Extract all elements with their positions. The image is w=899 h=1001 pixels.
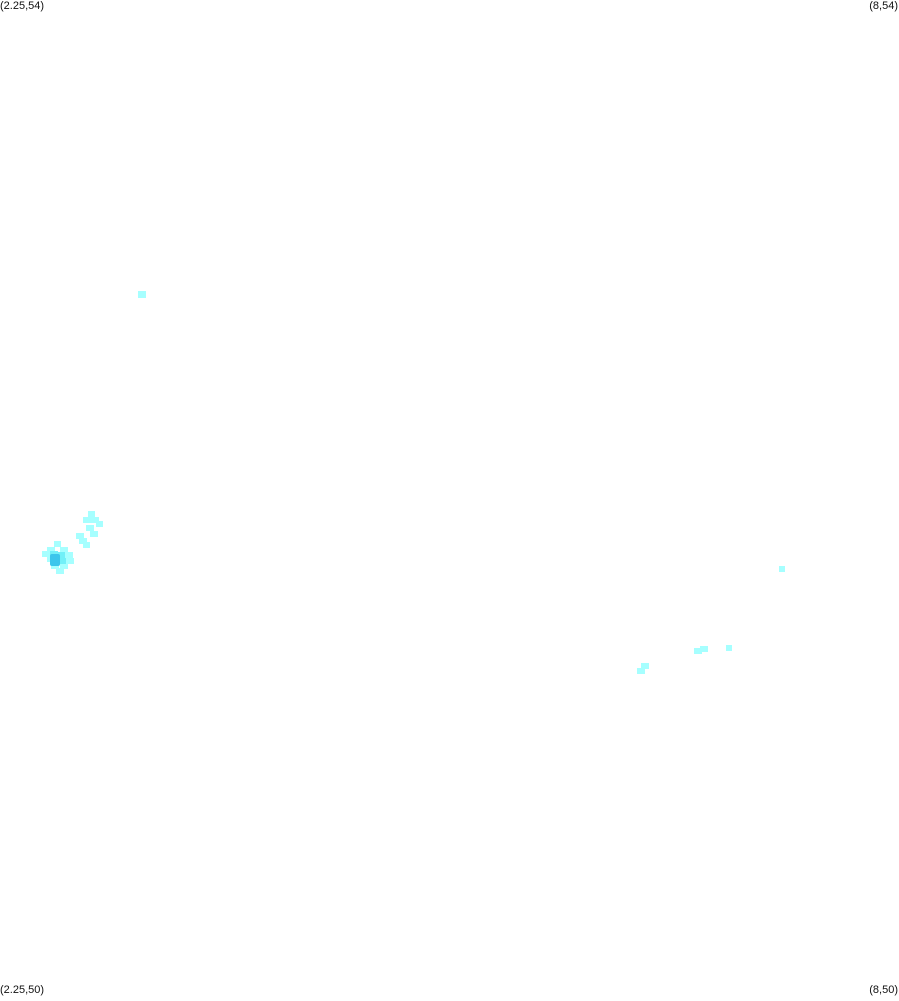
density-cell (88, 511, 95, 517)
density-cell (60, 547, 68, 553)
density-cell (694, 648, 702, 654)
density-cell (86, 525, 94, 531)
density-cell (54, 541, 61, 547)
density-cell (58, 558, 66, 564)
density-cell (60, 563, 68, 569)
density-cell (79, 538, 87, 544)
density-cell (57, 552, 65, 558)
density-cell (76, 533, 84, 539)
density-cell (56, 568, 64, 574)
density-cell (637, 668, 645, 674)
corner-label-bottom-right: (8,50) (869, 984, 898, 996)
density-cell (641, 663, 649, 669)
density-cell (726, 645, 732, 651)
corner-label-top-right: (8,54) (869, 0, 898, 12)
density-cell (83, 517, 91, 523)
density-cell (90, 531, 98, 537)
density-cell (65, 552, 73, 558)
corner-label-bottom-left: (2.25,50) (0, 984, 45, 996)
density-cell (83, 542, 90, 548)
density-cell (50, 554, 60, 566)
density-cell (700, 646, 708, 652)
density-cell (96, 521, 103, 527)
corner-label-top-left: (2.25,54) (0, 0, 45, 12)
density-cell (47, 547, 55, 553)
density-cell (42, 551, 50, 557)
density-cell (91, 517, 99, 523)
density-cell (779, 566, 785, 572)
density-cell (138, 291, 146, 298)
density-cell (66, 558, 74, 564)
